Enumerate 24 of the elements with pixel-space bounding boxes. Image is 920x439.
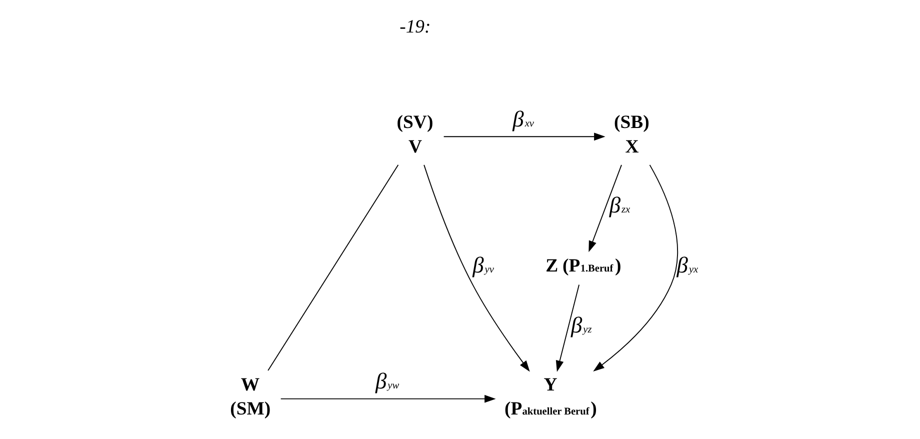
edge-label: βzx bbox=[609, 192, 630, 218]
node-text: V bbox=[408, 136, 422, 158]
edge-label: βyz bbox=[570, 312, 592, 338]
node-label: (SV) bbox=[396, 112, 434, 134]
arrow bbox=[280, 394, 496, 403]
node-text: X bbox=[625, 136, 639, 158]
arrow bbox=[443, 132, 606, 141]
node-label: (SB) bbox=[614, 112, 650, 134]
node-text: Z bbox=[546, 255, 558, 276]
node-label: (SM) bbox=[230, 398, 271, 420]
arrow bbox=[588, 164, 622, 252]
edge-label: βyv bbox=[472, 252, 494, 278]
arrow bbox=[556, 284, 580, 372]
node-label: (Paktueller Beruf) bbox=[504, 398, 597, 420]
edge-label: βxv bbox=[512, 106, 534, 132]
edge-label: βyx bbox=[676, 252, 698, 278]
node-text: W bbox=[240, 374, 260, 396]
label: -19: bbox=[400, 16, 431, 38]
edge-label: βyw bbox=[375, 368, 400, 394]
node-label: (P1.Beruf) bbox=[562, 255, 622, 276]
connector bbox=[268, 164, 399, 371]
arrow bbox=[424, 164, 530, 372]
node-text: Y bbox=[544, 374, 558, 396]
arrow bbox=[593, 164, 678, 372]
